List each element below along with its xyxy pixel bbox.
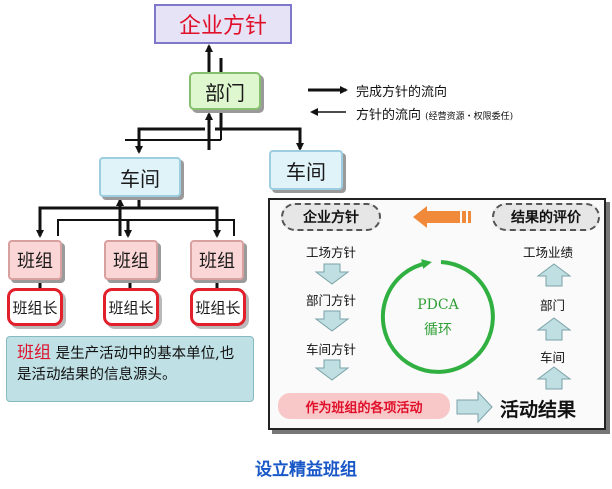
- company-policy-box: 企业方针: [154, 4, 292, 44]
- orange-left-arrow: [413, 206, 471, 228]
- figure-caption: 设立精益班组: [255, 460, 357, 480]
- workshop-box-left: 车间: [99, 157, 181, 197]
- team-box-1: 班组: [8, 240, 62, 280]
- team-box-3: 班组: [190, 240, 244, 280]
- pdca-cycle-subtitle: 循环: [424, 322, 452, 338]
- team-box-2: 班组: [104, 240, 158, 280]
- team-leader-box-3: 班组长: [190, 288, 246, 326]
- description-highlight: 班组: [17, 343, 51, 363]
- pdca-right-title: 结果的评价: [492, 203, 600, 231]
- left-step-1: 工场方针: [306, 245, 357, 260]
- left-step-2: 部门方针: [306, 293, 357, 308]
- team-leader-box-1: 班组长: [7, 288, 63, 326]
- legend-flow-down-text: 方针的流向: [356, 108, 422, 123]
- left-step-3: 车间方针: [306, 342, 357, 357]
- pdca-cycle-circle: [380, 259, 495, 374]
- legend-flow-up-label: 完成方针的流向: [356, 85, 448, 100]
- pdca-cycle-name: PDCA: [417, 297, 459, 313]
- team-leader-box-2: 班组长: [103, 288, 159, 326]
- department-box: 部门: [189, 72, 261, 110]
- pdca-left-title: 企业方针: [281, 203, 381, 231]
- right-step-2: 部门: [540, 298, 566, 313]
- activity-result-label: 活动结果: [500, 399, 577, 421]
- right-step-1: 工场业绩: [523, 245, 574, 260]
- legend-flow-down-label: 方针的流向 (经营资源・权限委任): [356, 104, 513, 123]
- team-description-box: 班组 是生产活动中的基本单位,也是活动结果的信息源头。: [6, 336, 254, 402]
- team-activities-box: 作为班组的各项活动: [278, 393, 450, 419]
- description-text: 是生产活动中的基本单位,也是活动结果的信息源头。: [17, 346, 235, 383]
- legend-flow-down-note: (经营资源・权限委任): [425, 112, 514, 122]
- right-step-3: 车间: [540, 350, 566, 365]
- workshop-box-right: 车间: [269, 150, 343, 190]
